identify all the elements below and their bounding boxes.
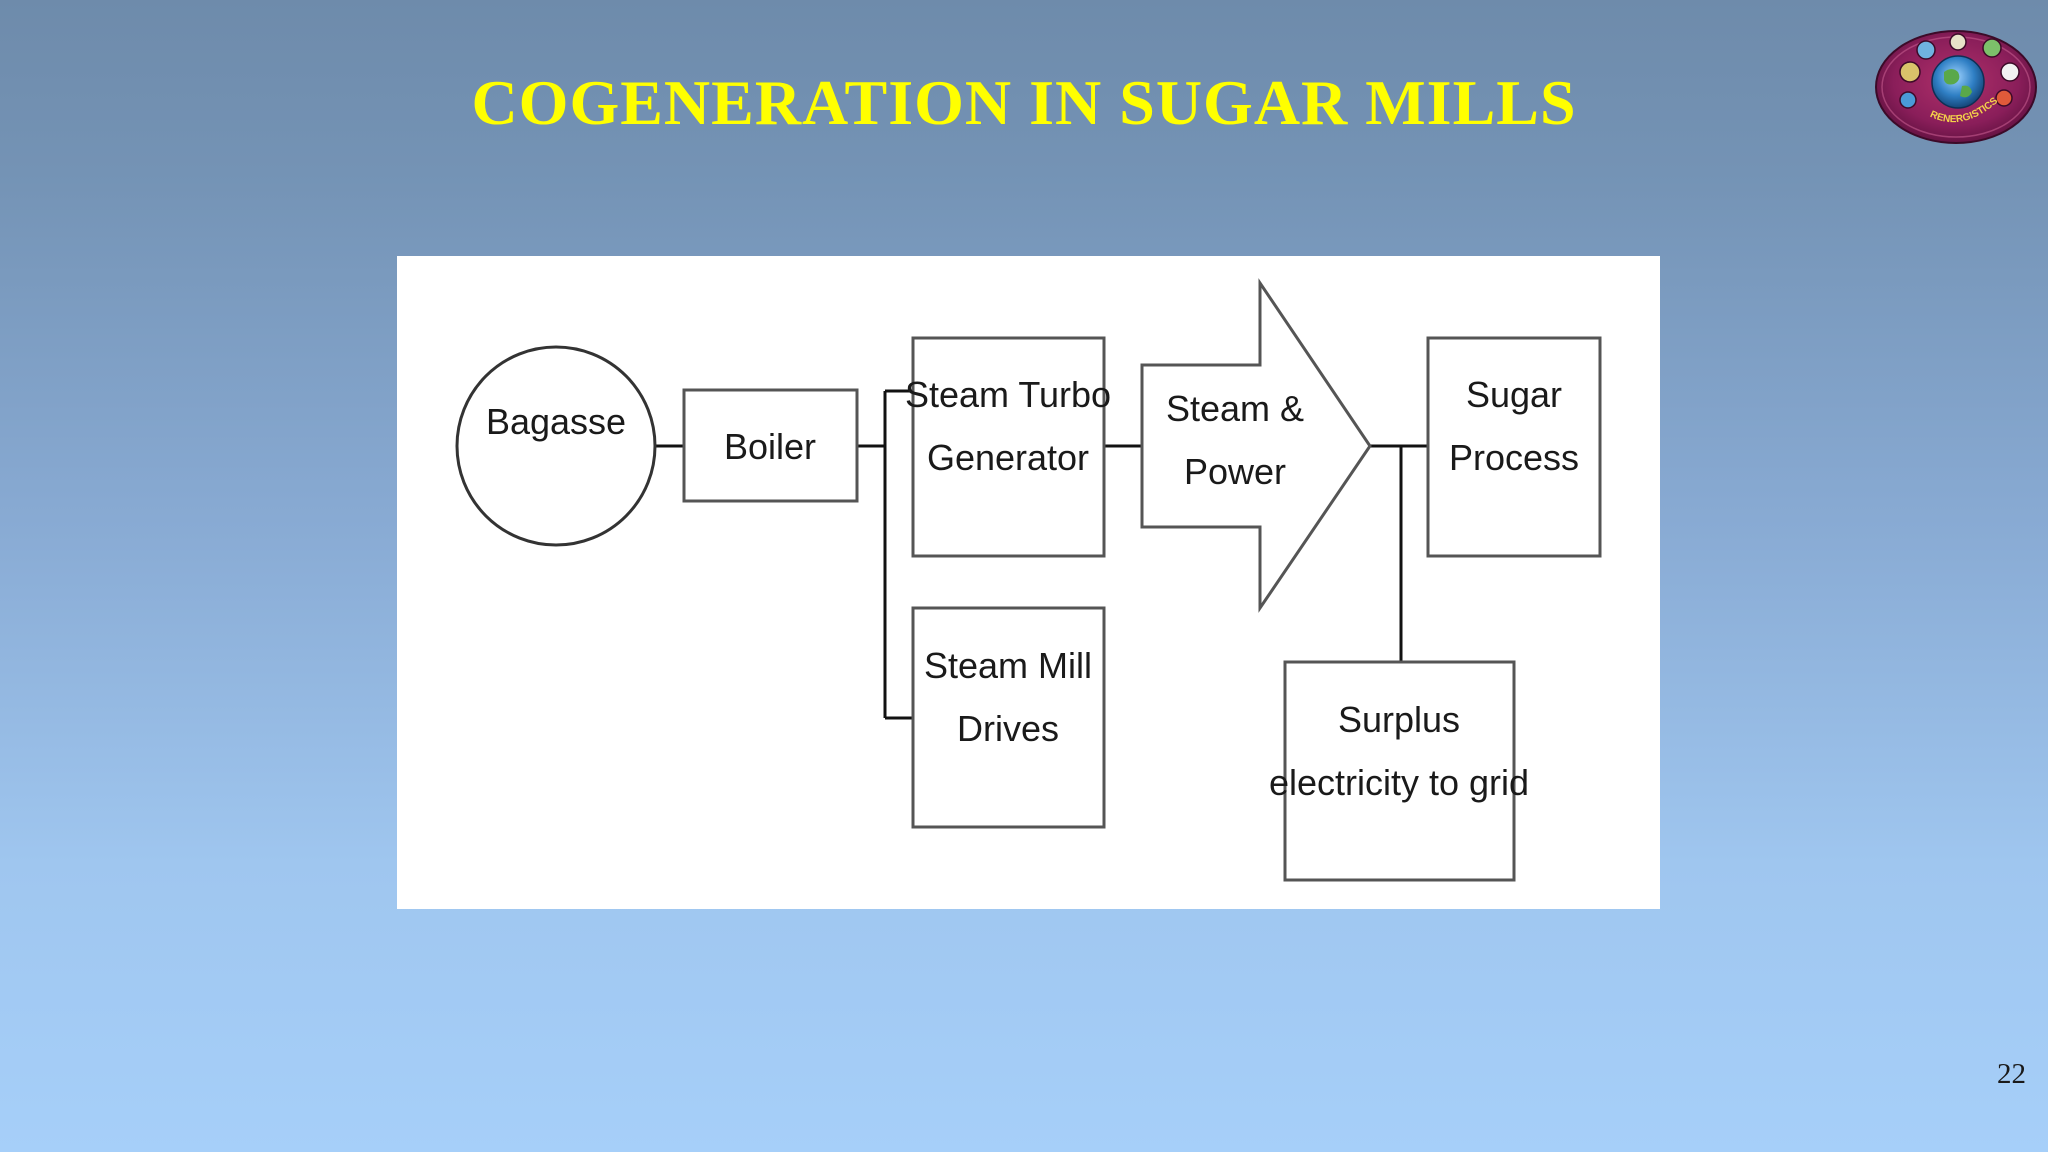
page-number: 22 — [1997, 1058, 2026, 1090]
turbo-generator-node: Steam Turbo Generator — [905, 336, 1111, 558]
mill-drives-label-line2: Drives — [957, 708, 1059, 749]
sugar-process-label-line2: Process — [1449, 437, 1579, 478]
surplus-electricity-node: Surplus electricity to grid — [1269, 660, 1529, 882]
globe-logo-icon: RENERGISTICS — [1874, 28, 2038, 146]
boiler-node: Boiler — [682, 388, 859, 503]
flow-diagram: Bagasse Boiler Steam Turbo Generator Ste… — [397, 256, 1660, 909]
steam-power-label-line1: Steam & — [1166, 388, 1304, 429]
turbo-generator-label-line2: Generator — [927, 437, 1089, 478]
sugar-process-label-line1: Sugar — [1466, 374, 1562, 415]
slide-title: COGENERATION IN SUGAR MILLS — [471, 67, 1577, 138]
surplus-label-line1: Surplus — [1338, 699, 1460, 740]
bagasse-node: Bagasse — [455, 345, 657, 547]
steam-power-label-line2: Power — [1184, 451, 1286, 492]
surplus-label-line2: electricity to grid — [1269, 762, 1529, 803]
turbo-generator-label-line1: Steam Turbo — [905, 374, 1111, 415]
mill-drives-label-line1: Steam Mill — [924, 645, 1092, 686]
bagasse-label: Bagasse — [486, 401, 626, 442]
sugar-process-node: Sugar Process — [1426, 336, 1602, 558]
connector-lines — [655, 389, 1428, 720]
boiler-label: Boiler — [724, 426, 816, 467]
steam-power-arrow: Steam & Power — [1140, 278, 1372, 613]
mill-drives-node: Steam Mill Drives — [911, 606, 1106, 829]
